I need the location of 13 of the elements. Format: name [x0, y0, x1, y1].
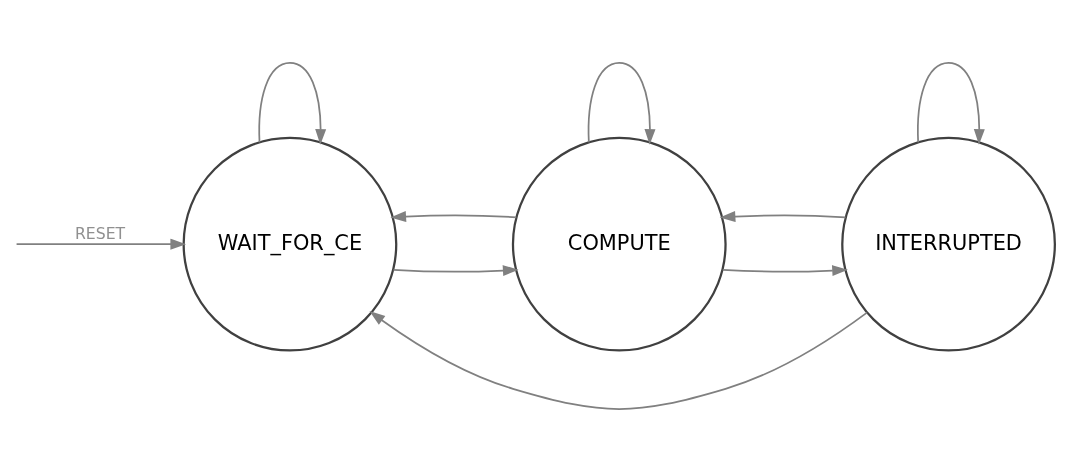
node-circle: INTERRUPTED — [841, 136, 1056, 352]
arrow — [392, 265, 519, 276]
arrow — [369, 311, 868, 410]
arrow — [258, 62, 327, 145]
arrow — [15, 238, 187, 250]
arrow — [587, 62, 656, 145]
arrow — [719, 211, 847, 223]
arrow — [390, 211, 518, 223]
edge-label: RESET — [74, 224, 126, 244]
arrow — [917, 62, 985, 145]
node-circle: COMPUTE — [511, 136, 727, 352]
arrow — [721, 265, 848, 276]
node-circle: WAIT_FOR_CE — [182, 136, 398, 352]
